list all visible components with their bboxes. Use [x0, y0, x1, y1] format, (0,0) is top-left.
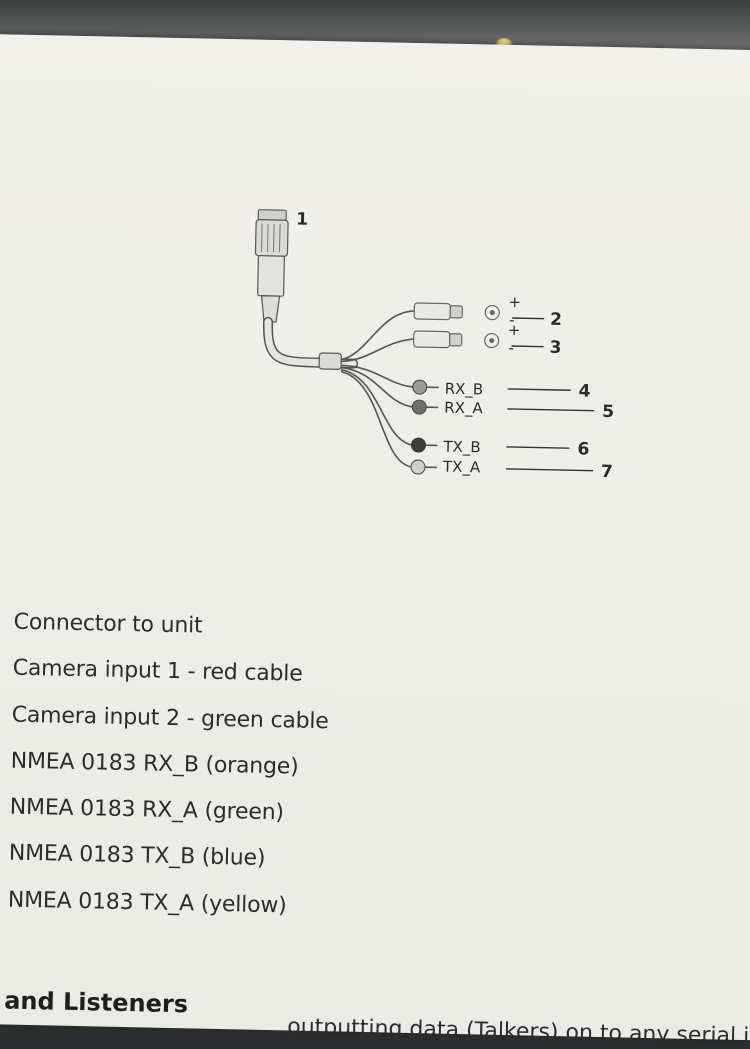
connector-plug [254, 210, 288, 323]
legend-item-5: NMEA 0183 RX_A (green) [9, 793, 327, 846]
polarity-minus-2: - [508, 339, 514, 357]
callout-4: 4 [578, 381, 590, 401]
rca-plug-camera-2 [414, 331, 499, 349]
callout-1: 1 [296, 209, 308, 229]
polarity-plus-2: + [508, 321, 521, 339]
legend-item-6: NMEA 0183 TX_B (blue) [8, 839, 326, 892]
wire-label-rx-a: RX_A [444, 399, 484, 419]
callout-5: 5 [602, 402, 614, 422]
connector-legend: Connector to unit Camera input 1 - red c… [7, 608, 331, 939]
wire-end-rx-b [413, 380, 427, 394]
cutoff-body-text: outputting data (Talkers) on to any seri… [287, 1014, 750, 1049]
wire-end-tx-a [411, 460, 425, 474]
wire-label-rx-b: RX_B [444, 380, 483, 400]
legend-item-3: Camera input 2 - green cable [11, 700, 329, 753]
legend-item-7: NMEA 0183 TX_A (yellow) [7, 885, 325, 938]
callout-3: 3 [549, 338, 561, 358]
polarity-plus-1: + [508, 293, 521, 311]
legend-item-4: NMEA 0183 RX_B (orange) [10, 746, 328, 799]
manual-page: + - + - RX_B RX_A TX_B TX_A 1 2 3 [0, 34, 750, 1040]
wire-end-tx-b [411, 438, 425, 452]
cable-splitter [319, 353, 341, 369]
wire-end-rx-a [412, 400, 426, 414]
callout-7: 7 [601, 462, 613, 482]
callout-2: 2 [550, 310, 562, 330]
legend-item-2: Camera input 1 - red cable [12, 654, 330, 707]
callout-6: 6 [577, 439, 589, 459]
rca-plug-camera-1 [414, 303, 499, 321]
wire-label-tx-b: TX_B [442, 438, 481, 458]
legend-item-1: Connector to unit [13, 608, 331, 661]
section-heading: rs and Listeners [0, 986, 188, 1019]
wire-label-tx-a: TX_A [442, 458, 481, 478]
cable-diagram: + - + - RX_B RX_A TX_B TX_A 1 2 3 [0, 34, 750, 510]
